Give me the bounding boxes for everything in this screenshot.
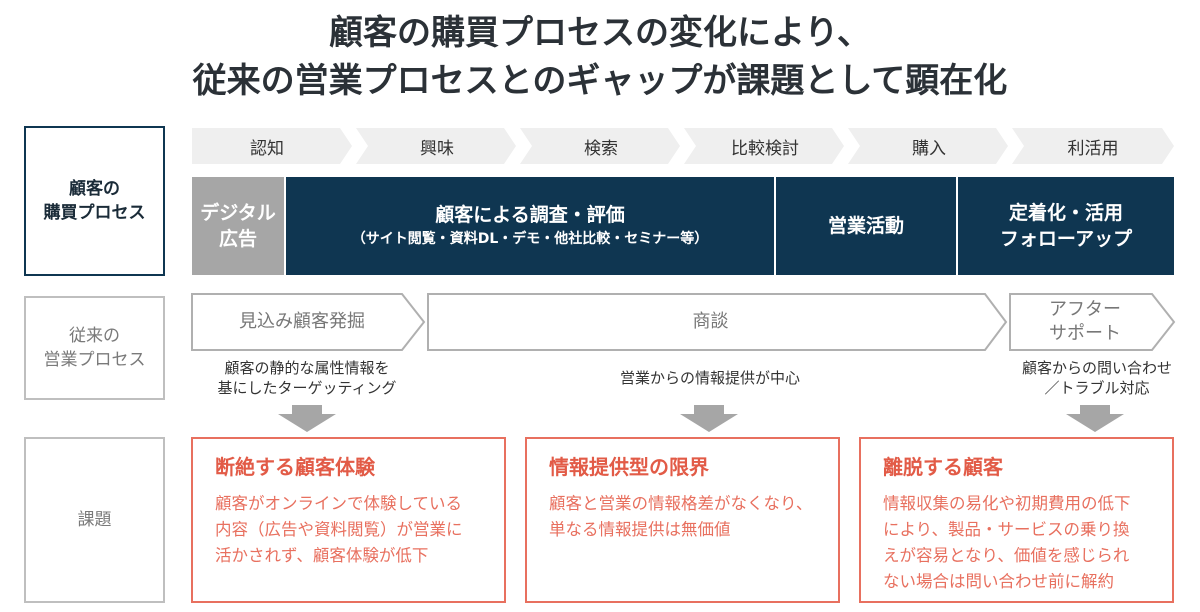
stage-label-comparison: 比較検討 (731, 138, 799, 159)
issue-title-info-limit: 情報提供型の限界 (549, 455, 709, 479)
issue-body-broken-experience: 顧客がオンラインで体験している 内容（広告や資料閲覧）が営業に 活かされず、顧客… (215, 494, 463, 565)
stage-label-search: 検索 (584, 138, 618, 159)
sales-step-aftersupport: アフター サポート (1049, 299, 1121, 344)
issue-box-broken-experience: 断絶する顧客体験 顧客がオンラインで体験している 内容（広告や資料閲覧）が営業に… (191, 437, 506, 603)
stage-chevron-6 (1012, 128, 1174, 164)
issue-body-churn: 情報収集の易化や初期費用の低下 により、製品・サービスの乗り換 えが容易となり、… (883, 494, 1131, 591)
customer-cell-research-label: 顧客による調査・評価 (435, 204, 625, 226)
sales-desc-negotiation: 営業からの情報提供が中心 (619, 369, 800, 387)
issue-title-broken-experience: 断絶する顧客体験 (215, 455, 375, 479)
issue-body-info-limit: 顧客と営業の情報格差がなくなり、 単なる情報提供は無価値 (549, 494, 813, 539)
stage-chevron-5 (848, 128, 1008, 164)
page-title-line-2: 従来の営業プロセスとのギャップが課題として顕在化 (192, 61, 1008, 101)
stage-label-usage: 利活用 (1067, 138, 1119, 159)
stage-chevron-2 (356, 128, 516, 164)
sales-desc-aftersupport: 顧客からの問い合わせ ／トラブル対応 (1021, 359, 1172, 397)
page-title-line-1: 顧客の購買プロセスの変化により、 (329, 13, 871, 53)
sales-step-prospecting: 見込み顧客発掘 (239, 311, 365, 332)
sales-arrow-negotiation (427, 293, 1008, 351)
sales-arrow-aftersupport (1009, 293, 1176, 351)
stage-label-interest: 興味 (420, 138, 454, 159)
customer-cell-digital-ad-label: デジタル 広告 (200, 202, 276, 250)
down-arrow-3 (1066, 405, 1124, 432)
customer-cell-followup-label: 定着化・活用 フォローアップ (999, 202, 1133, 250)
customer-cell-research: 顧客による調査・評価 （サイト閲覧・資料DL・デモ・他社比較・セミナー等） (286, 177, 774, 275)
stage-chevron-4 (684, 128, 844, 164)
sales-step-negotiation: 商談 (692, 311, 729, 332)
issue-title-churn: 離脱する顧客 (883, 455, 1003, 479)
customer-cell-digital-ad: デジタル 広告 (192, 177, 284, 275)
sales-desc-prospecting: 顧客の静的な属性情報を 基にしたターゲッティング (217, 359, 397, 397)
row-label-customer: 顧客の 購買プロセス (24, 126, 165, 276)
down-arrow-1 (278, 405, 336, 432)
customer-cell-research-sub: （サイト閲覧・資料DL・デモ・他社比較・セミナー等） (351, 231, 709, 247)
stage-label-awareness: 認知 (250, 138, 284, 159)
stage-chevron-1 (192, 128, 352, 164)
row-label-sales: 従来の 営業プロセス (24, 296, 165, 400)
row-label-issue: 課題 (24, 437, 165, 603)
stage-label-purchase: 購入 (912, 138, 946, 159)
down-arrow-2 (680, 405, 738, 432)
issue-box-churn: 離脱する顧客 情報収集の易化や初期費用の低下 により、製品・サービスの乗り換 え… (859, 437, 1174, 603)
sales-arrow-prospecting (191, 293, 426, 351)
customer-cell-sales-activity: 営業活動 (776, 177, 956, 275)
customer-cell-sales-activity-label: 営業活動 (827, 215, 904, 237)
customer-cell-followup: 定着化・活用 フォローアップ (958, 177, 1174, 275)
issue-box-info-limit: 情報提供型の限界 顧客と営業の情報格差がなくなり、 単なる情報提供は無価値 (525, 437, 840, 603)
stage-chevron-3 (520, 128, 680, 164)
